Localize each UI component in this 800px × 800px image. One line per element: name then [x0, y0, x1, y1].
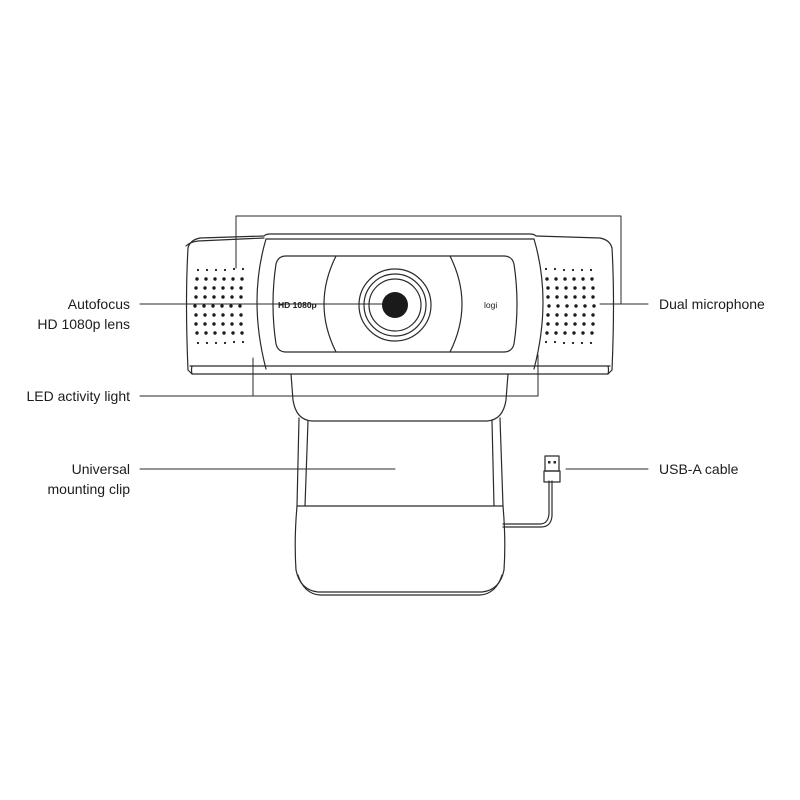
callout-lens-line1: Autofocus	[67, 296, 130, 312]
callout-microphone-line1: Dual microphone	[659, 296, 765, 312]
lens-bezel	[272, 255, 518, 353]
usb-cable	[502, 455, 561, 528]
callout-cable-line1: USB-A cable	[659, 461, 739, 477]
callout-cable: USB-A cable	[659, 459, 738, 479]
callout-lens-line2: HD 1080p lens	[37, 316, 130, 332]
brand-mark: logi	[484, 300, 497, 310]
camera-body	[185, 233, 615, 375]
callout-lens: Autofocus HD 1080p lens	[37, 294, 130, 334]
microphone-grille-right	[544, 267, 596, 345]
microphone-grille-left	[193, 267, 245, 345]
callout-led: LED activity light	[27, 386, 130, 406]
mounting-clip	[290, 373, 509, 596]
callout-microphone: Dual microphone	[659, 294, 765, 314]
resolution-badge: HD 1080p	[278, 300, 317, 310]
callout-clip-line1: Universal	[71, 461, 130, 477]
callout-clip-line2: mounting clip	[47, 481, 131, 497]
callout-clip: Universal mounting clip	[48, 459, 131, 499]
lens	[358, 268, 432, 342]
callout-led-line1: LED activity light	[26, 388, 130, 404]
